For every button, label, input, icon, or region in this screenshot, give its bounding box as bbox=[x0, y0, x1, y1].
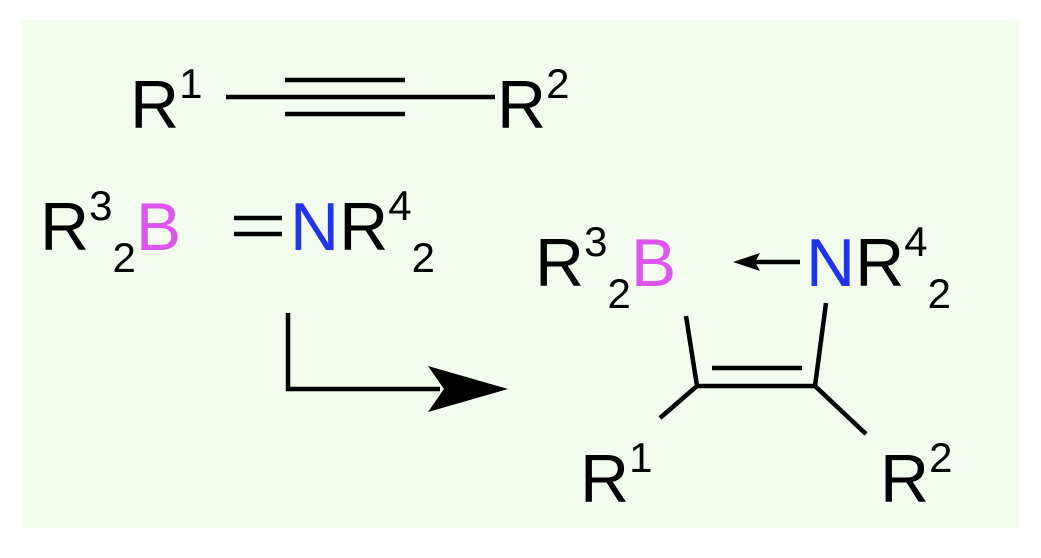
reaction-panel-background bbox=[22, 20, 1019, 528]
product-boron-formula: R32B bbox=[535, 218, 676, 317]
aminoborane-formula: R32B bbox=[40, 182, 181, 281]
ring-bond-b-c1 bbox=[683, 315, 700, 387]
product-r1-label: R1 bbox=[580, 434, 652, 517]
alkyne-r1-label: R1 bbox=[130, 60, 202, 143]
azaborete-product: R32B NR42 R1 R2 bbox=[535, 218, 952, 517]
c2-substituent-bond bbox=[813, 384, 868, 436]
product-nitrogen-formula: NR42 bbox=[806, 218, 951, 317]
alkyne-reactant: R1 R2 bbox=[130, 60, 569, 143]
product-boron-atom: B bbox=[631, 225, 676, 301]
product-nitrogen-atom: N bbox=[806, 225, 855, 301]
ring-bond-n-c2 bbox=[812, 302, 829, 387]
reaction-arrow-head bbox=[428, 366, 508, 412]
product-r2-label: R2 bbox=[880, 434, 952, 517]
reaction-arrow bbox=[285, 313, 508, 412]
alkyne-r2-label: R2 bbox=[497, 60, 569, 143]
aminoborane-nitrogen-atom: N bbox=[290, 189, 339, 265]
dative-bond-arrowhead bbox=[733, 253, 760, 271]
aminoborane-reactant: R32B NR42 bbox=[40, 182, 435, 281]
aminoborane-boron-atom: B bbox=[136, 189, 181, 265]
reaction-arrow-shaft bbox=[285, 313, 440, 392]
aminoborane-nitrogen-formula: NR42 bbox=[290, 182, 435, 281]
c1-substituent-bond bbox=[658, 384, 699, 420]
